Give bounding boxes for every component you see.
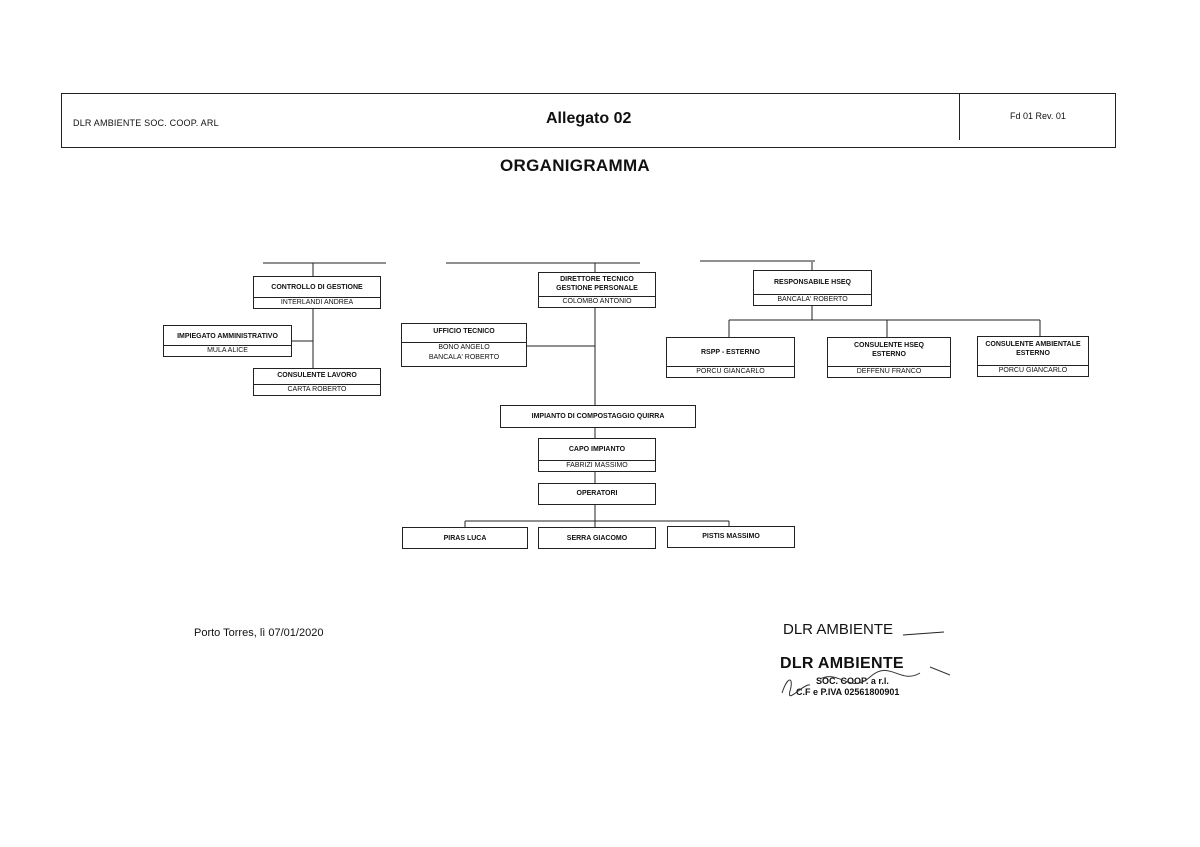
box-operatori: OPERATORI — [538, 483, 656, 505]
box-title-line1: DIRETTORE TECNICO — [560, 276, 634, 283]
box-title: RESPONSABILE HSEQ — [773, 279, 851, 286]
box-title: IMPIANTO DI COMPOSTAGGIO QUIRRA — [531, 413, 665, 420]
box-impiegato-amministrativo: IMPIEGATO AMMINISTRATIVO MULA ALICE — [163, 325, 292, 357]
stamp-type: SOC. COOP. a r.l. — [816, 676, 889, 686]
box-name: MULA ALICE — [164, 345, 291, 356]
box-name: INTERLANDI ANDREA — [254, 297, 380, 308]
box-name: BANCALA' ROBERTO — [754, 294, 871, 305]
box-title-line2: GESTIONE PERSONALE — [556, 285, 638, 292]
box-title: IMPIEGATO AMMINISTRATIVO — [177, 333, 278, 340]
box-operatore-serra: SERRA GIACOMO — [538, 527, 656, 549]
header-company: DLR AMBIENTE SOC. COOP. ARL — [73, 118, 219, 128]
box-name-1: BONO ANGELO — [438, 344, 490, 351]
box-title: CONSULENTE LAVORO — [277, 372, 357, 379]
box-rspp: RSPP - ESTERNO PORCU GIANCARLO — [666, 337, 795, 378]
box-title: CONTROLLO DI GESTIONE — [271, 284, 363, 291]
box-name-2: BANCALA' ROBERTO — [428, 354, 500, 361]
box-name: COLOMBO ANTONIO — [539, 296, 655, 307]
box-name: PORCU GIANCARLO — [667, 366, 794, 377]
signature-scribble — [781, 666, 951, 697]
box-title-line2: ESTERNO — [1016, 350, 1050, 357]
header-title: Allegato 02 — [546, 110, 632, 127]
box-names: BONO ANGELO BANCALA' ROBERTO — [402, 342, 526, 363]
box-consulente-ambientale: CONSULENTE AMBIENTALE ESTERNO PORCU GIAN… — [977, 336, 1089, 377]
box-name: PORCU GIANCARLO — [978, 365, 1088, 376]
box-direttore-tecnico: DIRETTORE TECNICO GESTIONE PERSONALE COL… — [538, 272, 656, 308]
header-divider — [959, 93, 960, 140]
box-name: DEFFENU FRANCO — [828, 366, 950, 377]
company-stamp: DLR AMBIENTE SOC. COOP. a r.l. C.F e P.I… — [780, 655, 960, 705]
box-capo-impianto: CAPO IMPIANTO FABRIZI MASSIMO — [538, 438, 656, 472]
stamp-vat: C.F e P.IVA 02561800901 — [796, 687, 900, 697]
box-title: CAPO IMPIANTO — [568, 446, 626, 453]
box-title-line1: CONSULENTE AMBIENTALE — [985, 341, 1081, 348]
box-name: SERRA GIACOMO — [566, 535, 628, 542]
box-title-line2: ESTERNO — [872, 351, 906, 358]
box-name: PIRAS LUCA — [443, 535, 487, 542]
box-name: CARTA ROBERTO — [254, 384, 380, 395]
box-operatore-pistis: PISTIS MASSIMO — [667, 526, 795, 548]
box-impianto-compostaggio: IMPIANTO DI COMPOSTAGGIO QUIRRA — [500, 405, 696, 428]
place-date: Porto Torres, lì 07/01/2020 — [194, 627, 324, 639]
box-consulente-lavoro: CONSULENTE LAVORO CARTA ROBERTO — [253, 368, 381, 396]
company-signature-label: DLR AMBIENTE — [783, 621, 894, 638]
box-operatore-piras: PIRAS LUCA — [402, 527, 528, 549]
box-title: UFFICIO TECNICO — [433, 328, 495, 335]
page-title: ORGANIGRAMMA — [500, 156, 650, 175]
box-responsabile-hseq: RESPONSABILE HSEQ BANCALA' ROBERTO — [753, 270, 872, 306]
stamp-name: DLR AMBIENTE — [780, 655, 904, 672]
box-consulente-hseq: CONSULENTE HSEQ ESTERNO DEFFENU FRANCO — [827, 337, 951, 378]
box-title: RSPP - ESTERNO — [701, 349, 760, 356]
box-controllo-gestione: CONTROLLO DI GESTIONE INTERLANDI ANDREA — [253, 276, 381, 309]
header-revision: Fd 01 Rev. 01 — [1010, 111, 1066, 121]
document-header — [61, 93, 1116, 148]
box-name: PISTIS MASSIMO — [702, 533, 760, 540]
box-name: FABRIZI MASSIMO — [539, 460, 655, 471]
box-title: OPERATORI — [576, 490, 618, 497]
box-title-line1: CONSULENTE HSEQ — [853, 342, 924, 349]
box-ufficio-tecnico: UFFICIO TECNICO BONO ANGELO BANCALA' ROB… — [401, 323, 527, 367]
